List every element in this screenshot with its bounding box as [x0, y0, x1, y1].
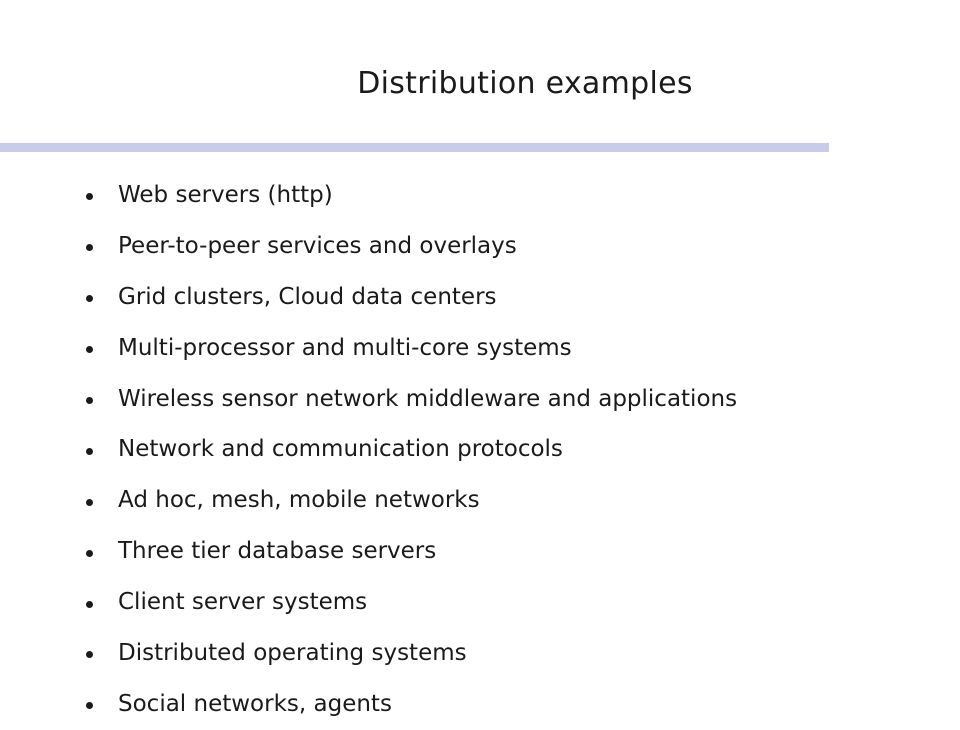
bullet-dot-icon [86, 397, 93, 404]
bullet-text: Grid clusters, Cloud data centers [118, 283, 497, 310]
bullet-dot-icon [86, 600, 93, 608]
bullet-dot-icon [86, 244, 93, 252]
bullet-dot-icon [86, 295, 93, 303]
bullet-text: Network and communication protocols [118, 436, 563, 463]
title-underline-bar [0, 143, 829, 152]
bullet-dot-icon [86, 702, 93, 710]
bullet-dot-icon [86, 549, 93, 557]
bullet-text: Wireless sensor network middleware and a… [118, 385, 738, 412]
slide-title: Distribution examples [357, 66, 693, 101]
bullet-text: Three tier database servers [118, 538, 437, 565]
bullet-dot-icon [86, 498, 93, 506]
bullet-text: Distributed operating systems [118, 640, 467, 667]
bullet-text: Peer-to-peer services and overlays [118, 232, 517, 259]
bullet-text: Social networks, agents [118, 690, 392, 717]
bullet-text: Multi-processor and multi-core systems [118, 334, 572, 361]
bullet-dot-icon [86, 193, 93, 201]
bullet-text: Web servers (http) [118, 182, 333, 208]
bullet-dot-icon [86, 346, 93, 354]
bullet-dot-icon [86, 651, 93, 659]
bullet-text: Client server systems [118, 589, 368, 616]
bullet-text: Ad hoc, mesh, mobile networks [118, 487, 480, 514]
bullet-dot-icon [86, 447, 93, 455]
